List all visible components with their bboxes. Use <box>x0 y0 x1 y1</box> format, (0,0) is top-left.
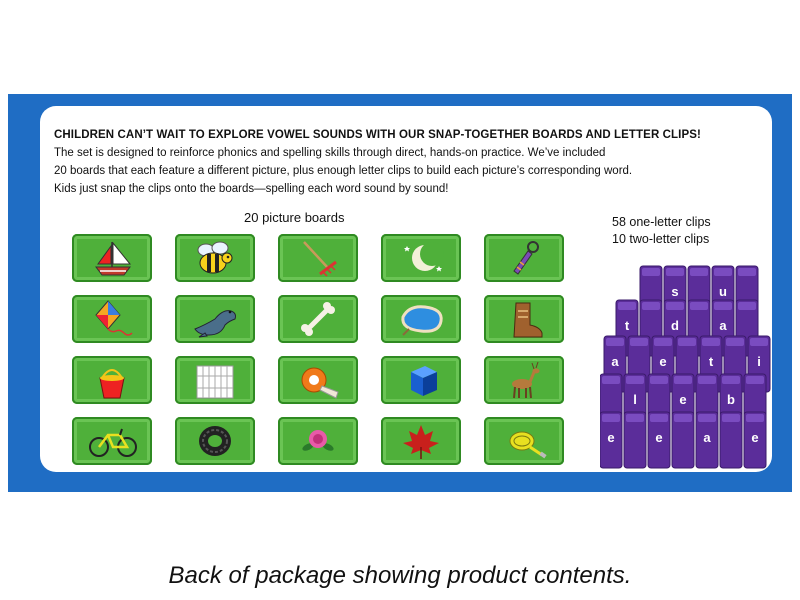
cube-icon <box>411 366 437 396</box>
clip-letter: e <box>679 392 686 407</box>
clip-letter: e <box>751 430 758 445</box>
clip-letter: i <box>757 354 761 369</box>
board-pool <box>381 295 461 343</box>
deer-icon <box>512 361 540 399</box>
board-deer <box>484 356 564 404</box>
clip-letter: a <box>703 430 711 445</box>
board-pail <box>72 356 152 404</box>
clip-letter: a <box>719 318 727 333</box>
boards-label: 20 picture boards <box>244 210 345 225</box>
letter-clip <box>600 411 623 469</box>
gate-icon <box>196 365 234 399</box>
clip-letter: e <box>655 430 662 445</box>
letter-clip <box>719 411 743 469</box>
board-kite <box>72 295 152 343</box>
rake-icon <box>303 241 337 277</box>
contents-panel: CHILDREN CAN’T WAIT TO EXPLORE VOWEL SOU… <box>40 106 772 472</box>
leaf-icon <box>403 425 439 459</box>
board-hose <box>484 417 564 465</box>
board-boot <box>484 295 564 343</box>
clip-letter: a <box>611 354 619 369</box>
board-leaf <box>381 417 461 465</box>
letter-clips-pile: e a e e b e l i t e a a d t u s <box>600 265 771 469</box>
letter-clip <box>623 411 647 469</box>
board-bike <box>72 417 152 465</box>
board-rake <box>278 234 358 282</box>
clip-letter: e <box>659 354 666 369</box>
hose-icon <box>509 431 547 459</box>
moon-icon <box>404 242 444 272</box>
clips-label-one-letter: 58 one-letter clips <box>612 215 711 229</box>
pail-icon <box>99 369 125 399</box>
bee-icon <box>197 241 233 274</box>
board-bee <box>175 234 255 282</box>
intro-line-1: The set is designed to reinforce phonics… <box>54 147 606 159</box>
board-tie <box>484 234 564 282</box>
kite-icon <box>95 300 133 336</box>
clips-label-two-letter: 10 two-letter clips <box>612 232 710 246</box>
seal-icon <box>194 310 236 338</box>
board-sailboat <box>72 234 152 282</box>
letter-clip <box>743 411 767 469</box>
letter-clip <box>695 411 719 469</box>
board-seal <box>175 295 255 343</box>
bone-icon <box>301 302 335 336</box>
clip-letter: l <box>633 392 637 407</box>
tape-icon <box>301 367 339 399</box>
board-bone <box>278 295 358 343</box>
clip-letter: d <box>671 318 679 333</box>
clip-letter: b <box>727 392 735 407</box>
letter-clip <box>671 411 695 469</box>
tire-icon <box>199 426 231 456</box>
board-tape <box>278 356 358 404</box>
intro-line-2: 20 boards that each feature a different … <box>54 165 633 177</box>
package-back: CHILDREN CAN’T WAIT TO EXPLORE VOWEL SOU… <box>8 94 792 492</box>
clip-letter: u <box>719 284 727 299</box>
clip-letter: t <box>709 354 714 369</box>
intro-line-3: Kids just snap the clips onto the boards… <box>54 183 449 195</box>
bike-icon <box>89 428 137 457</box>
sailboat-icon <box>95 241 132 276</box>
board-tire <box>175 417 255 465</box>
board-rose <box>278 417 358 465</box>
rose-icon <box>302 430 334 451</box>
intro-headline: CHILDREN CAN’T WAIT TO EXPLORE VOWEL SOU… <box>54 129 701 141</box>
intro-text: CHILDREN CAN’T WAIT TO EXPLORE VOWEL SOU… <box>54 126 754 198</box>
boot-icon <box>513 302 543 338</box>
letter-clip <box>647 411 671 469</box>
clip-letter: e <box>607 430 614 445</box>
clips-label: 58 one-letter clips 10 two-letter clips <box>612 214 711 248</box>
tie-icon <box>513 241 539 275</box>
board-moon <box>381 234 461 282</box>
board-cube <box>381 356 461 404</box>
board-gate <box>175 356 255 404</box>
caption: Back of package showing product contents… <box>168 562 632 589</box>
clip-letter: t <box>625 318 630 333</box>
pool-icon <box>401 305 443 336</box>
clip-letter: s <box>671 284 678 299</box>
